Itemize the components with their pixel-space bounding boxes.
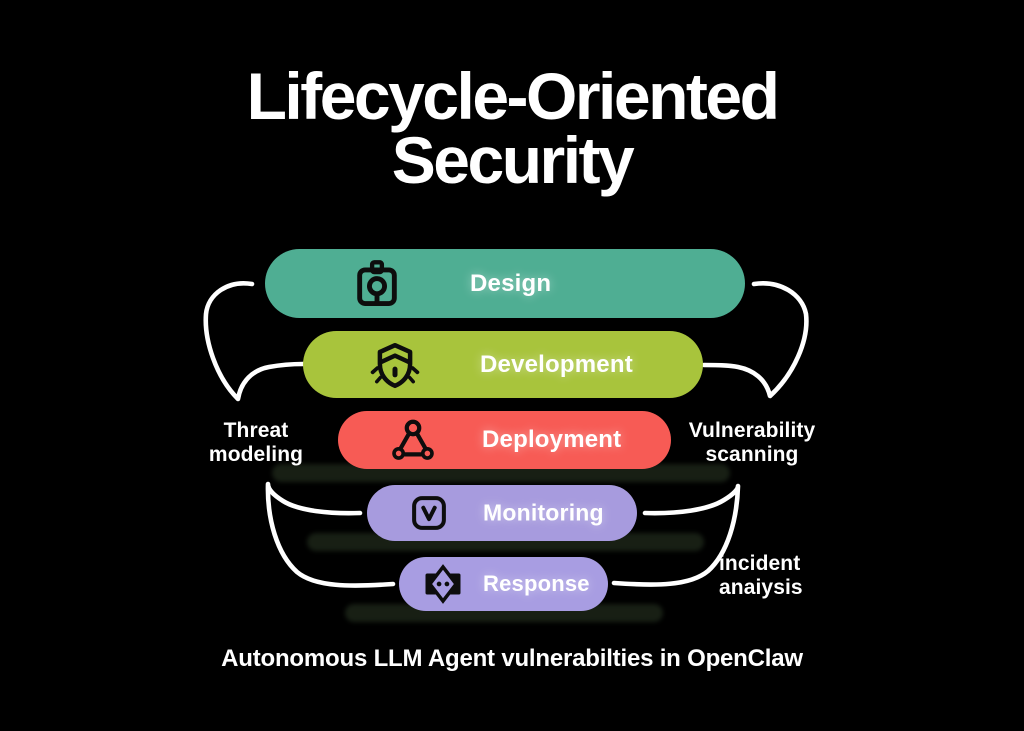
annotation-line: Threat (223, 419, 289, 442)
title-line-2: Security (391, 123, 635, 198)
alert-diamond-icon (422, 563, 464, 605)
stage-label-response: Response (483, 571, 590, 596)
stage-pill-response: Response (399, 557, 608, 611)
check-v-icon (408, 492, 450, 534)
annotation-vulnerability-scanning: Vulnerability scanning (680, 419, 824, 466)
annotation-line: scanning (705, 442, 799, 466)
stage-pill-deployment: Deployment (338, 411, 671, 469)
annotation-threat-modeling: Threat modeling (188, 419, 324, 466)
page-title: Lifecycle-Oriented Security (0, 59, 1024, 198)
title-line-1: Lifecycle-Oriented (246, 59, 780, 133)
annotation-line: anaiysis (719, 575, 803, 599)
bug-shield-icon (370, 340, 420, 390)
stage-label-development: Development (480, 350, 633, 378)
stage-pill-monitoring: Monitoring (367, 485, 637, 541)
stage-pill-development: Development (303, 331, 703, 398)
stage-label-deployment: Deployment (482, 426, 622, 453)
annotation-line: modeling (208, 442, 304, 466)
stage-label-monitoring: Monitoring (483, 499, 604, 526)
annotation-line: incident (719, 552, 801, 575)
stage-label-design: Design (470, 269, 552, 297)
annotation-incident-analysis: incident anaiysis (719, 552, 849, 599)
viewfinder-icon (351, 258, 403, 310)
stage-pill-design: Design (265, 249, 745, 318)
node-triangle-icon (390, 417, 436, 463)
subtitle-caption: Autonomous LLM Agent vulnerabilties in O… (221, 645, 803, 672)
annotation-line: Vulnerability (688, 419, 816, 442)
